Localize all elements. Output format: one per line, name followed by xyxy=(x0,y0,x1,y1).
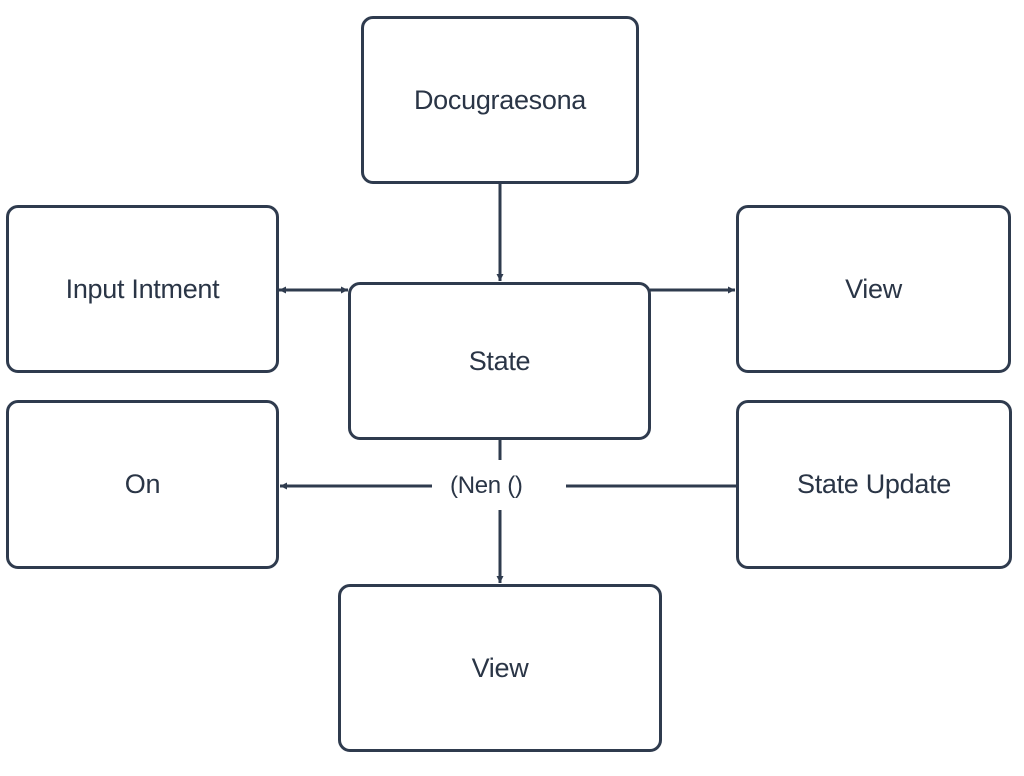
node-top-label: Docugraesona xyxy=(413,84,587,115)
node-state-label: State xyxy=(468,345,531,376)
node-view-right: View xyxy=(736,205,1011,373)
node-state-update-label: State Update xyxy=(796,469,951,499)
node-state-update: State Update xyxy=(736,400,1012,569)
node-top: Docugraesona xyxy=(361,16,639,184)
node-on-label: On xyxy=(124,469,161,499)
node-view-bottom-label: View xyxy=(471,652,529,683)
node-input: Input Intment xyxy=(6,205,279,373)
node-state: State xyxy=(348,282,651,440)
node-view-right-label: View xyxy=(845,273,902,304)
edge-label: (Nen () xyxy=(446,472,527,500)
node-view-bottom: View xyxy=(338,584,662,752)
node-on: On xyxy=(6,400,279,569)
node-input-label: Input Intment xyxy=(65,273,220,304)
